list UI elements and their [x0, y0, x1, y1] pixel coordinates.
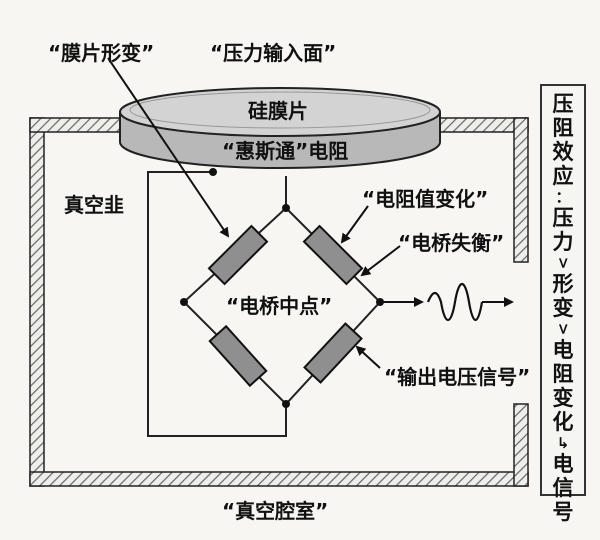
side-char: ： — [555, 188, 571, 206]
side-char: 信 — [552, 476, 574, 500]
side-char: 变 — [552, 296, 574, 320]
side-char: 力 — [552, 230, 574, 254]
resistor-bottom-left — [208, 324, 268, 388]
side-char: 号 — [552, 500, 574, 524]
side-char: > — [553, 256, 572, 270]
wire-junction-dot — [209, 168, 217, 176]
side-char: 变 — [552, 386, 574, 410]
side-char: 电 — [552, 452, 574, 476]
output-signal-label: “输出电压信号” — [384, 365, 530, 389]
side-char: > — [553, 322, 572, 336]
vacuum-chamber-label: “真空腔室” — [222, 499, 328, 523]
resistor-bottom-right — [303, 322, 363, 384]
signal-wave — [426, 282, 484, 322]
silicon-membrane-label: 硅膜片 — [248, 99, 308, 123]
side-panel-text: 压 阻 效 应 ： 压 力 > 形 变 > 电 阻 变 化 ↳ 电 信 号 — [542, 86, 584, 524]
output-signal — [382, 282, 514, 322]
bridge-wire-loop — [147, 171, 287, 437]
resistance-change-label: “电阻值变化” — [362, 187, 488, 211]
silicon-membrane — [119, 87, 441, 169]
side-char: 化 — [552, 410, 574, 434]
chamber-left-wall — [29, 117, 45, 487]
side-char: 阻 — [552, 116, 574, 140]
chamber-bottom-wall — [29, 471, 529, 487]
side-char: 电 — [552, 338, 574, 362]
bridge-node-bottom — [282, 400, 290, 408]
wheatstone-bridge — [180, 204, 384, 408]
vacuum-inside-label: 真空韭 — [64, 193, 124, 217]
bridge-node-right — [376, 298, 384, 306]
bridge-node-left — [180, 298, 188, 306]
chamber-right-wall-lower — [513, 403, 529, 487]
resistor-top-right — [302, 224, 364, 286]
output-signal-pointer — [355, 345, 381, 369]
pressure-input-label: “压力输入面” — [210, 41, 336, 65]
side-char: ↳ — [556, 434, 570, 452]
bridge-imbalance-label: “电桥失衡” — [398, 231, 504, 255]
side-char: 压 — [552, 206, 574, 230]
side-char: 应 — [552, 164, 574, 188]
wheatstone-resistor-label: “惠斯通”电阻 — [222, 139, 348, 163]
vacuum-chamber-housing — [29, 117, 529, 487]
membrane-deform-pointer — [107, 57, 230, 238]
side-char: 效 — [552, 140, 574, 164]
side-char: 形 — [552, 272, 574, 296]
bridge-imbalance-pointer — [360, 245, 401, 277]
membrane-deform-label: “膜片形变” — [48, 41, 154, 65]
bridge-node-top — [282, 204, 290, 212]
chamber-right-wall-upper — [513, 117, 529, 263]
bridge-midpoint-label: “电桥中点” — [226, 294, 332, 318]
resistance-change-pointer — [340, 205, 369, 244]
side-char: 阻 — [552, 362, 574, 386]
piezoresistive-effect-panel: 压 阻 效 应 ： 压 力 > 形 变 > 电 阻 变 化 ↳ 电 信 号 — [540, 84, 586, 524]
side-char: 压 — [552, 92, 574, 116]
resistor-top-left — [207, 224, 269, 286]
